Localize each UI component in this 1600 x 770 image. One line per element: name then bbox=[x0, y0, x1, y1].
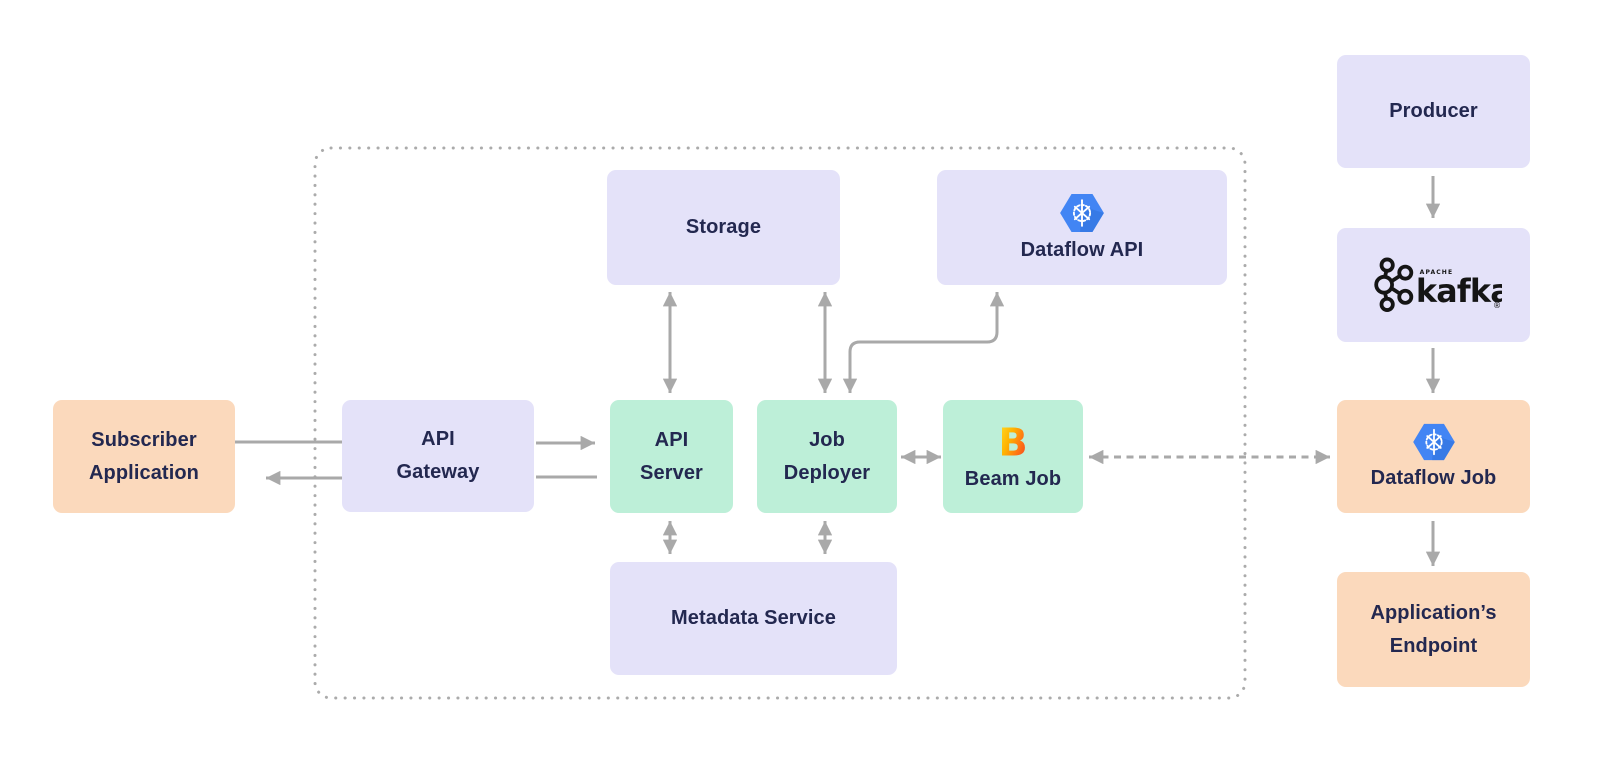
dataflow-hexagon-icon bbox=[1412, 423, 1456, 461]
dataflow-hexagon-icon bbox=[1059, 193, 1105, 233]
node-storage: Storage bbox=[607, 170, 840, 285]
node-label: Job Deployer bbox=[783, 428, 871, 484]
beam-logo-icon: B bbox=[998, 422, 1027, 462]
node-label: Storage bbox=[685, 216, 762, 238]
node-kafka: APACHE kafka ® bbox=[1337, 228, 1530, 342]
node-api-gateway: API Gateway bbox=[342, 400, 534, 512]
node-label: Producer bbox=[1389, 100, 1478, 122]
node-label: Beam Job bbox=[964, 468, 1062, 490]
node-label: Dataflow API bbox=[1020, 239, 1144, 261]
node-api-server: API Server bbox=[610, 400, 733, 513]
node-applications-endpoint: Application’s Endpoint bbox=[1337, 572, 1530, 687]
node-label: API Gateway bbox=[396, 428, 480, 483]
beam-logo-letter: B bbox=[998, 422, 1027, 462]
node-producer: Producer bbox=[1337, 55, 1530, 168]
node-beam-job: B Beam Job bbox=[943, 400, 1083, 513]
node-label: Application’s Endpoint bbox=[1370, 601, 1497, 657]
node-label: Metadata Service bbox=[670, 607, 837, 629]
node-dataflow-api: Dataflow API bbox=[937, 170, 1227, 285]
node-subscriber-application: Subscriber Application bbox=[53, 400, 235, 513]
node-label: Subscriber Application bbox=[89, 428, 199, 484]
node-label: API Server bbox=[640, 428, 703, 484]
edge-jobdeployer-dataflowapi bbox=[842, 292, 1005, 393]
node-dataflow-job: Dataflow Job bbox=[1337, 400, 1530, 513]
node-metadata-service: Metadata Service bbox=[610, 562, 897, 675]
kafka-logo: APACHE kafka ® bbox=[1373, 257, 1502, 312]
node-job-deployer: Job Deployer bbox=[757, 400, 897, 513]
kafka-apache-text: APACHE bbox=[1419, 269, 1453, 276]
kafka-registered-mark: ® bbox=[1492, 300, 1500, 310]
node-label: Dataflow Job bbox=[1370, 467, 1497, 489]
kafka-wordmark: kafka bbox=[1415, 274, 1501, 310]
